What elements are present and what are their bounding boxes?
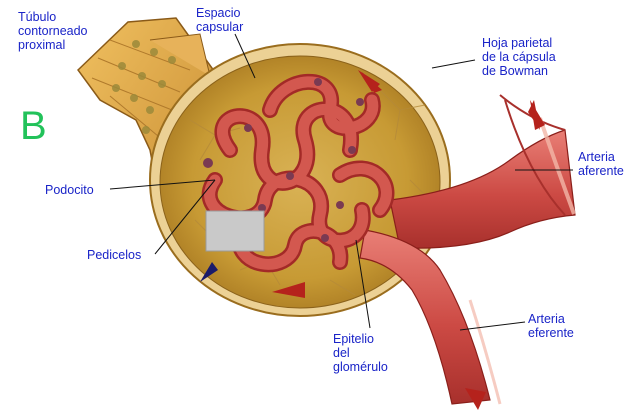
label-arteria-eferente: Arteria eferente [528, 312, 574, 340]
pedicels-inset [206, 211, 264, 251]
label-pedicelos: Pedicelos [87, 248, 141, 262]
efferent-artery [360, 230, 500, 404]
label-arteria-aferente: Arteria aferente [578, 150, 624, 178]
label-tubulo-contorneado-proximal: Túbulo contorneado proximal [18, 10, 88, 52]
label-epitelio-glomerulo: Epitelio del glomérulo [333, 332, 388, 374]
panel-letter: B [20, 104, 47, 148]
label-podocito: Podocito [45, 183, 94, 197]
label-espacio-capsular: Espacio capsular [196, 6, 243, 34]
label-hoja-parietal: Hoja parietal de la cápsula de Bowman [482, 36, 556, 78]
